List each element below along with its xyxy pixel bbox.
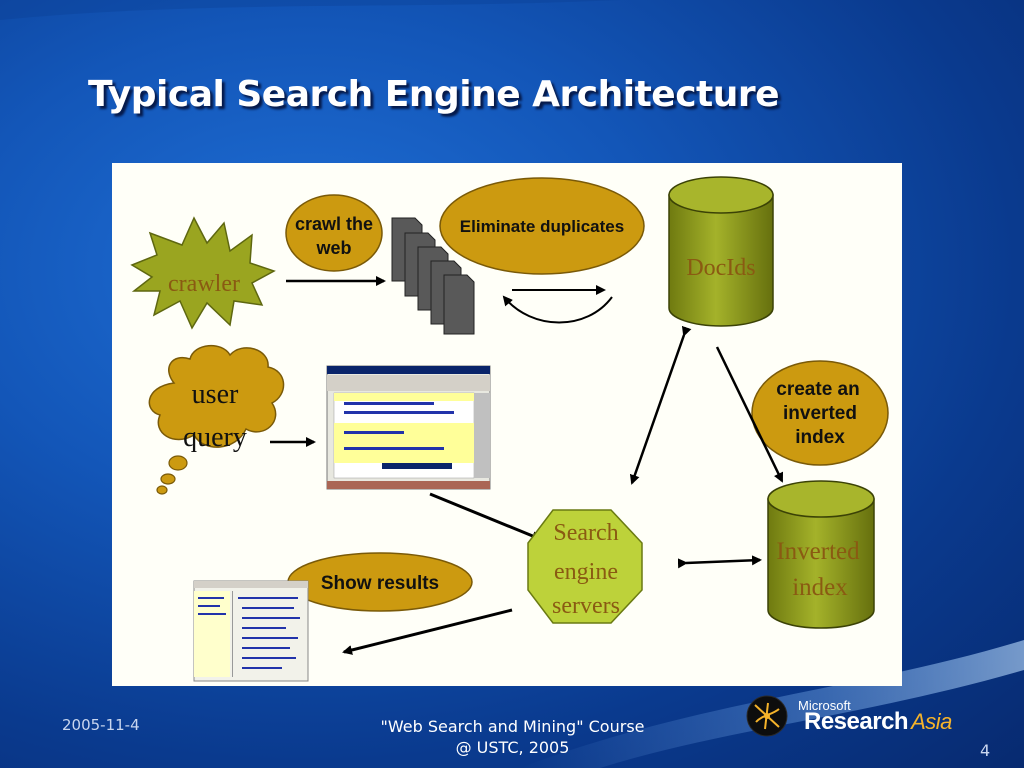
- footer-course-line1: "Web Search and Mining" Course: [380, 717, 645, 736]
- crawler-starburst-shape: [130, 216, 276, 330]
- user-query-bubble-tail: [160, 473, 176, 485]
- logo-microsoft-text: Microsoft: [798, 698, 851, 713]
- inverted-index-label-line1: Inverted: [776, 538, 860, 565]
- query-browser-thumbnail: [326, 365, 491, 490]
- create-index-ellipse: [751, 360, 889, 466]
- msr-logo-icon: [746, 695, 788, 737]
- slide-title: Typical Search Engine Architecture: [88, 74, 780, 115]
- user-query-bubble-tail: [168, 455, 188, 471]
- crawl-web-label-line1: crawl the: [295, 214, 373, 234]
- show-results-label: Show results: [321, 573, 439, 594]
- logo-research-text: Research: [804, 708, 909, 735]
- docids-cylinder-body: [668, 194, 774, 327]
- search-servers-octagon: [527, 509, 643, 624]
- eliminate-duplicates-ellipse: [439, 177, 645, 275]
- crawler-label: crawler: [168, 271, 240, 297]
- docids-label: DocIds: [686, 255, 755, 281]
- search-servers-label-line1: Search: [553, 520, 618, 546]
- footer-date: 2005-11-4: [62, 716, 140, 734]
- crawl-web-label-line2: web: [315, 238, 351, 258]
- document-page: [443, 274, 475, 335]
- create-index-node: create an inverted index: [751, 360, 889, 466]
- inverted-index-label-line2: index: [792, 574, 848, 601]
- inverted-index-cylinder: Inverted index: [767, 480, 875, 629]
- user-query-label-line1: user: [192, 379, 239, 410]
- results-page-thumbnail: [193, 580, 309, 682]
- crawl-web-node: crawl the web: [285, 194, 383, 272]
- create-index-label-line2: inverted: [783, 403, 857, 424]
- user-query-node: user query: [148, 345, 285, 495]
- search-servers-node: Search engine servers: [527, 509, 643, 624]
- create-index-label-line1: create an: [776, 379, 859, 400]
- arrow-search-index-bidirectional: [677, 555, 762, 569]
- docids-cylinder-top: [668, 176, 774, 214]
- search-servers-label-line3: servers: [552, 593, 620, 619]
- inverted-index-cylinder-body: [767, 498, 875, 629]
- arrow-search-to-results: [342, 608, 513, 655]
- docids-cylinder: DocIds: [668, 176, 774, 327]
- logo-asia-text: Asia: [911, 709, 952, 734]
- crawl-web-ellipse: [285, 194, 383, 272]
- user-query-cloud: [148, 345, 285, 448]
- show-results-node: Show results: [287, 552, 473, 612]
- user-query-label-line2: query: [183, 422, 247, 453]
- page-number: 4: [980, 741, 991, 760]
- footer-course: "Web Search and Mining" Course @ USTC, 2…: [340, 716, 685, 758]
- document-stack: [391, 217, 475, 335]
- arrow-dedup-return: [502, 295, 613, 324]
- arrow-docids-search-bidirectional: [629, 325, 692, 485]
- arrow-browser-to-search: [429, 492, 542, 541]
- user-query-bubble-tail: [156, 485, 168, 495]
- footer-course-line2: @ USTC, 2005: [455, 738, 570, 757]
- arrow-docids-to-index: [715, 346, 784, 483]
- eliminate-duplicates-label: Eliminate duplicates: [460, 217, 624, 236]
- eliminate-duplicates-node: Eliminate duplicates: [439, 177, 645, 275]
- create-index-label-line3: index: [795, 427, 845, 448]
- architecture-diagram: crawler crawl the web: [112, 163, 902, 686]
- search-servers-label-line2: engine: [554, 559, 618, 585]
- crawler-node: crawler: [130, 216, 276, 330]
- inverted-index-cylinder-top: [767, 480, 875, 518]
- diagram-canvas: crawler crawl the web: [130, 176, 889, 682]
